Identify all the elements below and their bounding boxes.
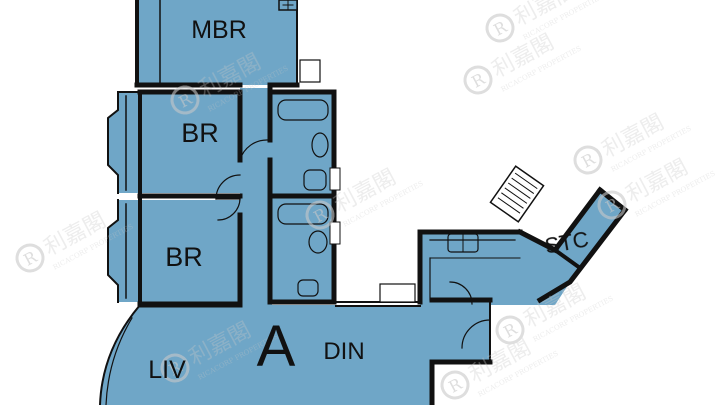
walls	[98, 0, 629, 405]
living-dining-room	[112, 300, 490, 405]
corridor	[240, 88, 272, 308]
mbr-room	[137, 0, 297, 85]
watermark-logo: 利嘉閣 RICACORP PROPERTIES	[458, 30, 583, 100]
room-label-liv: LIV	[148, 356, 186, 384]
unit-letter: A	[257, 314, 296, 379]
room-label-br-lower: BR	[165, 242, 203, 272]
room-labels: MBR BR BR STC DIN LIV A	[148, 16, 590, 384]
room-label-br-upper: BR	[181, 118, 219, 148]
bathroom-upper	[272, 92, 334, 195]
room-label-din: DIN	[323, 338, 364, 365]
room-label-mbr: MBR	[191, 16, 247, 44]
living-curve	[100, 305, 140, 405]
